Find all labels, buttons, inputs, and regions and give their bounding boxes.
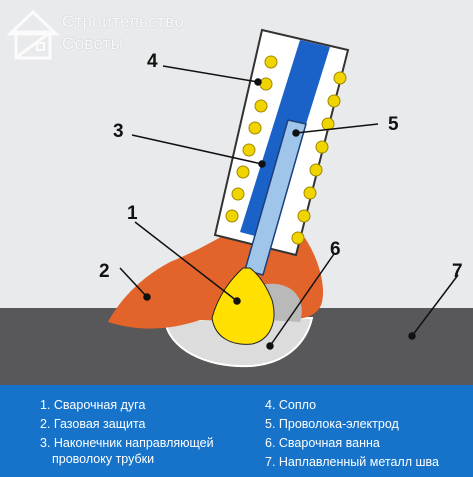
legend-item-5: 5. Проволока-электрод bbox=[265, 417, 399, 431]
legend-item-3: 3. Наконечник направляющей bbox=[40, 436, 214, 450]
welding-arc bbox=[211, 267, 275, 345]
nozzle-coils bbox=[225, 55, 347, 245]
callout-2: 2 bbox=[99, 261, 110, 282]
callout-1: 1 bbox=[127, 203, 138, 224]
watermark-line2: Советы bbox=[62, 34, 124, 53]
legend-item-3-cont: проволоку трубки bbox=[52, 452, 155, 466]
legend-item-1: 1. Сварочная дуга bbox=[40, 398, 146, 412]
legend: 1. Сварочная дуга 2. Газовая защита 3. Н… bbox=[0, 385, 473, 477]
callout-5: 5 bbox=[388, 114, 399, 135]
callout-6: 6 bbox=[330, 239, 341, 260]
legend-item-4: 4. Сопло bbox=[265, 398, 317, 412]
leader-lines bbox=[119, 65, 459, 350]
callout-3: 3 bbox=[113, 121, 124, 142]
electrode-wire bbox=[244, 119, 307, 276]
watermark-line1: Строительство bbox=[62, 12, 185, 31]
legend-item-2: 2. Газовая защита bbox=[40, 417, 146, 431]
callout-7: 7 bbox=[452, 261, 463, 282]
callout-4: 4 bbox=[147, 51, 158, 72]
house-icon bbox=[6, 9, 60, 60]
legend-item-6: 6. Сварочная ванна bbox=[265, 436, 380, 450]
legend-item-7: 7. Наплавленный металл шва bbox=[265, 455, 439, 469]
